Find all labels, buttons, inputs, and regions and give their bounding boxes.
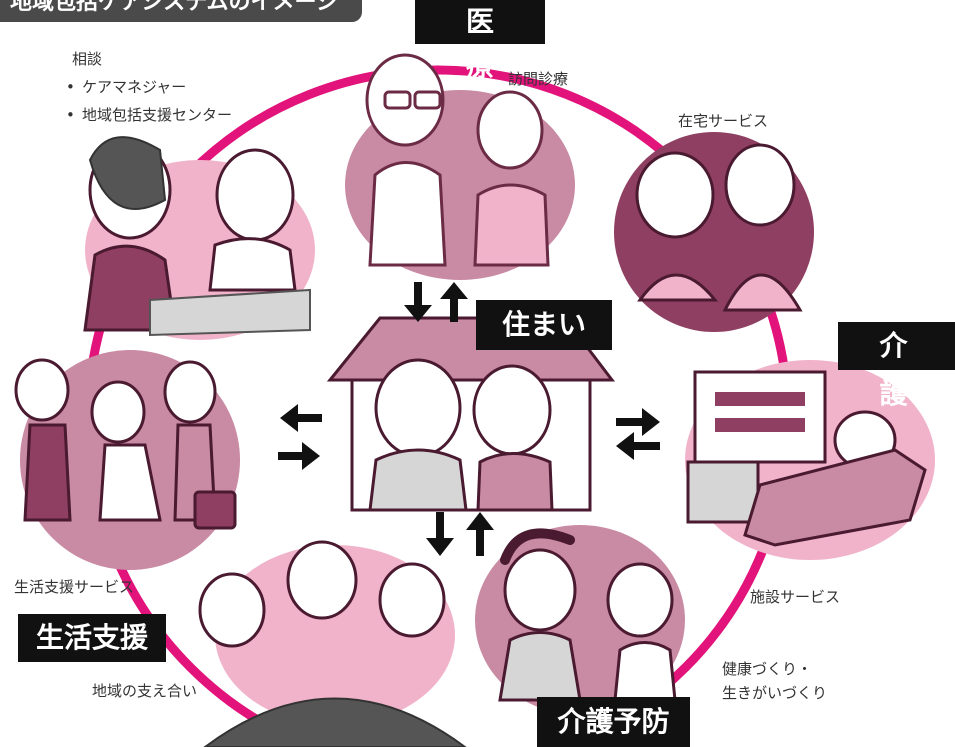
arrows-support-house: [278, 404, 322, 470]
diagram-title: 地域包括ケアシステムのイメージ: [0, 0, 363, 22]
consultation-illustration: [83, 136, 315, 340]
living-support-illustration: [14, 350, 240, 570]
care-tag: 介 護: [838, 322, 955, 410]
living-support-caption: 生活支援サービス: [14, 578, 135, 596]
consultation-item: • ケアマネジャー: [66, 76, 186, 97]
facility-service-caption: 施設サービス: [750, 588, 841, 606]
consultation-item-label: 地域包括支援センター: [82, 106, 233, 124]
mutual-support-caption: 地域の支え合い: [92, 682, 198, 700]
consultation-item-label: ケアマネジャー: [82, 78, 187, 96]
bullet-icon: •: [66, 78, 75, 96]
home-service-caption: 在宅サービス: [678, 112, 769, 130]
medical-illustration: [345, 53, 575, 280]
home-care-illustration: [614, 132, 814, 332]
arrows-medical-house: [404, 282, 468, 322]
home-visit-caption: 訪問診療: [508, 70, 569, 88]
facility-illustration: [685, 360, 935, 560]
arrows-house-community: [426, 512, 494, 556]
house-illustration: [326, 316, 616, 512]
arrows-house-care: [616, 408, 660, 460]
prevention-tag: 介護予防: [537, 697, 690, 747]
prevention-caption-line1: 健康づくり・: [722, 660, 813, 678]
prevention-illustration: [475, 525, 685, 715]
housing-tag: 住まい: [476, 300, 612, 350]
medical-tag: 医 療: [415, 0, 545, 82]
consultation-title: 相談: [72, 50, 103, 68]
living-support-tag: 生活支援: [18, 614, 166, 662]
prevention-caption-line2: 生きがいづくり: [722, 684, 828, 702]
consultation-item: • 地域包括支援センター: [66, 104, 232, 125]
bullet-icon: •: [66, 106, 75, 124]
mutual-support-illustration: [198, 540, 467, 747]
